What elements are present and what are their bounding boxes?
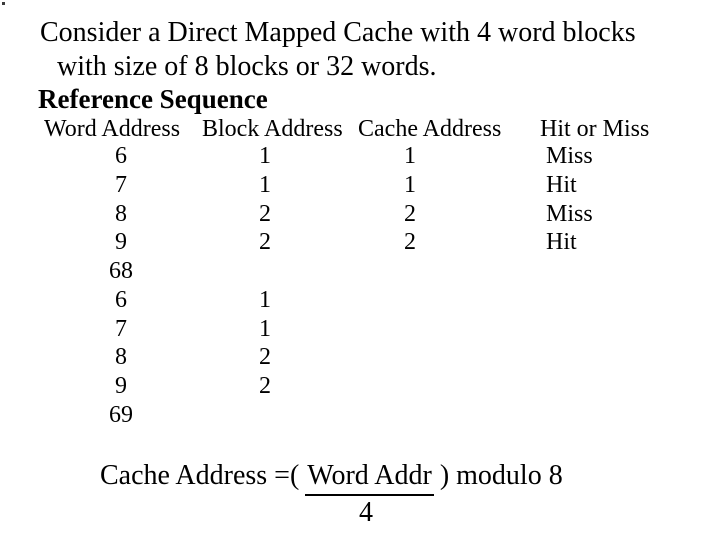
formula-suffix: ) modulo 8 [439, 460, 563, 491]
cell-block-address: 2 [259, 344, 271, 371]
table-row: 7 1 1 Hit [0, 171, 720, 200]
table-header-row: Word Address Block Address Cache Address… [0, 117, 720, 142]
table-row: 8 2 [0, 343, 720, 372]
table-row: 6 1 1 Miss [0, 142, 720, 171]
cell-word-address: 9 [115, 229, 127, 256]
formula-prefix: Cache Address =( [100, 460, 300, 491]
corner-artifact-dot [2, 2, 5, 5]
col-header-word-address: Word Address [44, 116, 181, 142]
table-row: 7 1 [0, 315, 720, 344]
cell-block-address: 2 [259, 373, 271, 399]
intro-paragraph: Consider a Direct Mapped Cache with 4 wo… [40, 16, 636, 84]
cell-cache-address: 2 [404, 200, 416, 227]
cell-block-address: 1 [259, 286, 271, 313]
formula-numerator: Word Addr [305, 460, 434, 496]
reference-sequence-table: Word Address Block Address Cache Address… [0, 117, 720, 430]
cell-word-address: 69 [109, 401, 133, 428]
cell-block-address: 1 [259, 171, 271, 198]
cell-word-address: 6 [115, 143, 127, 169]
col-header-block-address: Block Address [202, 116, 343, 142]
cell-word-address: 8 [115, 200, 127, 227]
cell-hit-or-miss: Miss [546, 143, 593, 169]
cache-address-formula: Cache Address =(Word Addr) modulo 8 4 [100, 459, 563, 527]
table-row: 9 2 2 Hit [0, 228, 720, 257]
cell-hit-or-miss: Hit [546, 171, 577, 198]
table-row: 69 [0, 401, 720, 430]
col-header-hit-or-miss: Hit or Miss [540, 116, 650, 142]
table-row: 9 2 [0, 372, 720, 401]
cell-cache-address: 1 [404, 171, 416, 198]
cell-word-address: 7 [115, 315, 127, 342]
cell-block-address: 1 [259, 315, 271, 342]
table-row: 68 [0, 257, 720, 286]
formula-denominator: 4 [359, 497, 373, 528]
section-heading: Reference Sequence [38, 84, 268, 114]
table-row: 6 1 [0, 286, 720, 315]
cell-hit-or-miss: Hit [546, 229, 577, 256]
cell-block-address: 2 [259, 229, 271, 256]
cell-word-address: 9 [115, 373, 127, 399]
table-row: 8 2 2 Miss [0, 200, 720, 229]
cell-word-address: 6 [115, 286, 127, 313]
cell-block-address: 2 [259, 200, 271, 227]
cell-word-address: 8 [115, 344, 127, 371]
cell-cache-address: 2 [404, 229, 416, 256]
cell-hit-or-miss: Miss [546, 200, 593, 227]
cell-word-address: 7 [115, 171, 127, 198]
intro-line-2: with size of 8 blocks or 32 words. [57, 51, 437, 82]
cell-block-address: 1 [259, 143, 271, 169]
cell-cache-address: 1 [404, 143, 416, 169]
intro-line-1: Consider a Direct Mapped Cache with 4 wo… [40, 17, 636, 48]
cell-word-address: 68 [109, 258, 133, 284]
col-header-cache-address: Cache Address [358, 116, 502, 142]
